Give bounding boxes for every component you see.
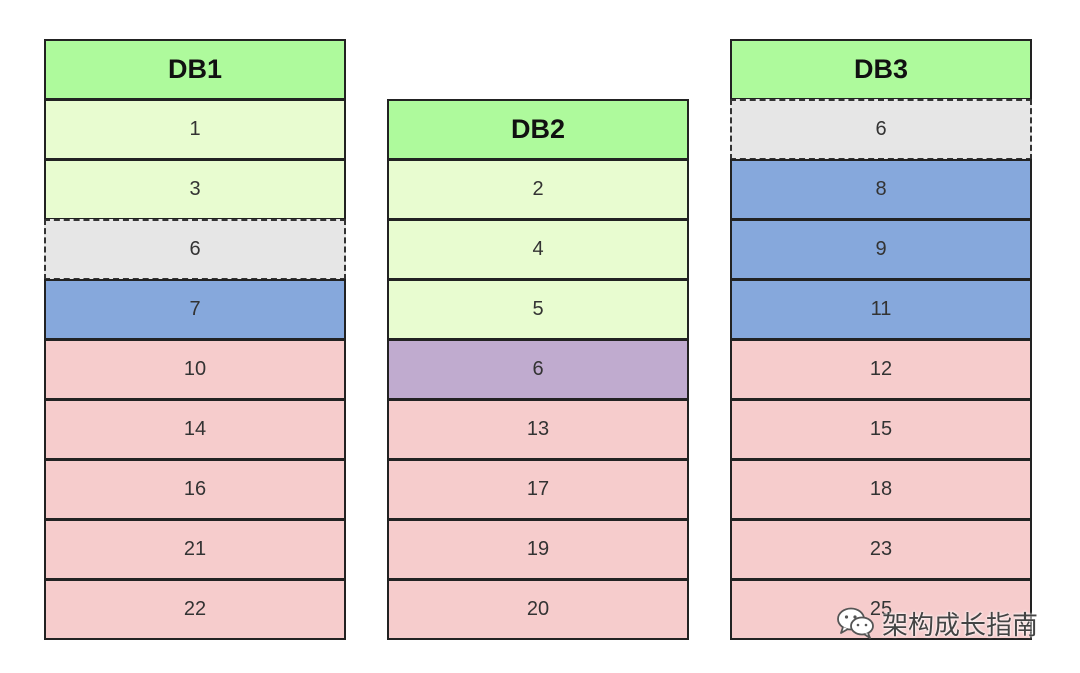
db3-cell: 25 <box>730 579 1032 640</box>
db3-cell: 6 <box>730 99 1032 160</box>
db1-cell: 3 <box>44 159 346 220</box>
db3-cell: 8 <box>730 159 1032 220</box>
db3-cell: 9 <box>730 219 1032 280</box>
db2-cell: 20 <box>387 579 689 640</box>
db2-cell: 2 <box>387 159 689 220</box>
db2-cell: 6 <box>387 339 689 400</box>
db1-cell: 10 <box>44 339 346 400</box>
wechat-icon <box>836 606 876 640</box>
db3-header: DB3 <box>730 39 1032 100</box>
db3-column: DB3 6 8 9 11 12 15 18 23 25 <box>730 39 1032 640</box>
db1-cell: 16 <box>44 459 346 520</box>
db1-cell: 14 <box>44 399 346 460</box>
db1-column: DB1 1 3 6 7 10 14 16 21 22 <box>44 39 346 640</box>
watermark-text: 架构成长指南 <box>882 609 1039 640</box>
db2-header: DB2 <box>387 99 689 160</box>
db3-cell: 18 <box>730 459 1032 520</box>
db2-column: DB2 2 4 5 6 13 17 19 20 <box>387 99 689 640</box>
db2-cell: 13 <box>387 399 689 460</box>
db2-cell: 19 <box>387 519 689 580</box>
db3-cell: 23 <box>730 519 1032 580</box>
db1-header: DB1 <box>44 39 346 100</box>
db1-cell: 22 <box>44 579 346 640</box>
db2-cell: 4 <box>387 219 689 280</box>
db3-cell: 15 <box>730 399 1032 460</box>
db3-cell: 12 <box>730 339 1032 400</box>
db1-cell: 1 <box>44 99 346 160</box>
db1-cell: 7 <box>44 279 346 340</box>
db1-cell: 21 <box>44 519 346 580</box>
db2-cell: 5 <box>387 279 689 340</box>
db2-cell: 17 <box>387 459 689 520</box>
db1-cell: 6 <box>44 219 346 280</box>
db3-cell: 11 <box>730 279 1032 340</box>
watermark: 架构成长指南 <box>836 602 1038 644</box>
